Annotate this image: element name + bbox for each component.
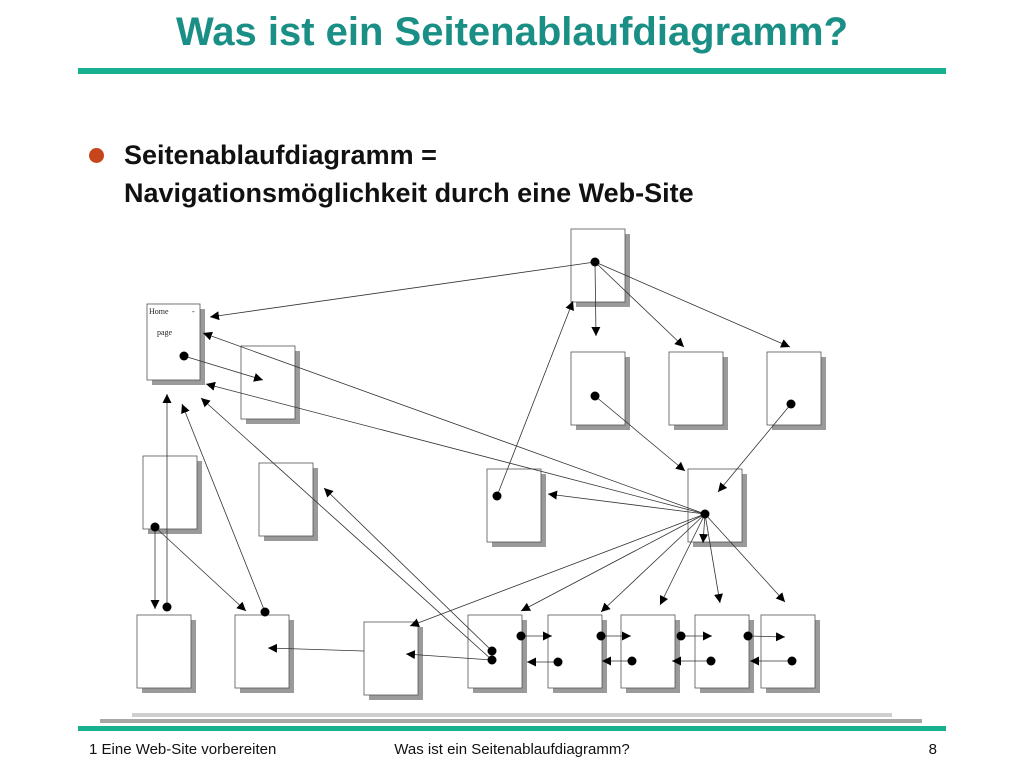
link-dot-17 (627, 656, 637, 666)
nav-arrow-6 (594, 395, 686, 472)
link-dot-1 (590, 257, 600, 267)
nav-arrow-8 (496, 300, 574, 497)
link-dot-8 (162, 602, 172, 612)
link-dot-6 (700, 509, 710, 519)
page-box-b5 (547, 614, 607, 693)
page-box-b4 (467, 614, 527, 693)
nav-arrow-5 (183, 355, 264, 382)
link-dot-18 (706, 656, 716, 666)
nav-arrow-15 (659, 513, 706, 606)
page-box-b1 (136, 614, 196, 693)
nav-arrow-14 (600, 513, 706, 613)
bullet-text: Seitenablaufdiagramm = Navigationsmöglic… (124, 136, 694, 212)
nav-arrow-12 (409, 513, 706, 628)
link-dot-4 (786, 399, 796, 409)
bullet-line-1: Seitenablaufdiagramm = (124, 140, 437, 170)
nav-arrow-24 (200, 397, 493, 661)
page-box-b7 (694, 614, 754, 693)
page-boxes (136, 228, 826, 700)
nav-arrow-9 (547, 490, 706, 515)
nav-arrow-2 (591, 261, 601, 337)
nav-arrow-13 (520, 513, 706, 612)
nav-arrow-17 (704, 513, 786, 603)
nav-arrow-16 (704, 513, 723, 604)
link-dot-9 (260, 607, 270, 617)
page-box-left-b (142, 455, 202, 534)
link-dot-14 (487, 646, 497, 656)
footer-rule-dark (100, 719, 922, 723)
nav-arrow-23 (323, 487, 493, 652)
link-dot-3 (590, 391, 600, 401)
page-box-b6 (620, 614, 680, 693)
page-box-r2-c (766, 351, 826, 430)
nav-arrow-18 (699, 513, 709, 544)
home-label-dash: - (192, 307, 195, 316)
page-box-r2-b (668, 351, 728, 430)
nav-arrow-26 (267, 643, 365, 653)
link-dot-12 (676, 631, 686, 641)
link-dots (150, 257, 797, 667)
link-dot-15 (487, 655, 497, 665)
title-rule (78, 68, 946, 74)
nav-arrow-11 (205, 381, 706, 515)
page-box-left-a (240, 345, 300, 424)
bullet-dot (89, 148, 104, 163)
link-dot-11 (596, 631, 606, 641)
footer-rule (78, 726, 946, 731)
nav-arrow-21 (154, 526, 247, 612)
link-dot-19 (787, 656, 797, 666)
top-page-box (570, 228, 630, 307)
slide-title: Was ist ein Seitenablaufdiagramm? (175, 10, 848, 54)
nav-arrow-3 (594, 261, 685, 348)
link-dot-10 (516, 631, 526, 641)
page-box-left-c (258, 462, 318, 541)
page-box-b8 (760, 614, 820, 693)
home-page-box (146, 303, 205, 385)
nav-arrow-7 (717, 403, 792, 493)
home-label-home: Home (149, 307, 169, 316)
page-box-b2 (234, 614, 294, 693)
page-box-hub (687, 468, 747, 547)
link-dot-13 (743, 631, 753, 641)
footer-chapter: 1 Eine Web-Site vorbereiten (89, 741, 277, 758)
link-dot-5 (492, 491, 502, 501)
page-box-mid (486, 468, 546, 547)
nav-arrow-10 (202, 331, 706, 515)
navigation-arrows (150, 261, 792, 667)
link-dot-16 (553, 657, 563, 667)
nav-arrow-30 (747, 632, 786, 642)
nav-arrow-4 (594, 261, 791, 348)
page-box-b3 (363, 621, 423, 700)
footer-title: Was ist ein Seitenablaufdiagramm? (394, 741, 630, 758)
nav-arrow-1 (209, 261, 596, 321)
footer-rule-light (132, 713, 892, 717)
nav-arrow-25 (405, 650, 493, 661)
home-label-page: page (157, 328, 173, 337)
footer-page-number: 8 (928, 741, 937, 758)
link-dot-2 (179, 351, 189, 361)
nav-arrow-22 (181, 403, 266, 613)
home-page-labels: Home page - (149, 307, 195, 337)
bullet-line-2: Navigationsmöglichkeit durch eine Web-Si… (124, 178, 694, 208)
link-dot-7 (150, 522, 160, 532)
